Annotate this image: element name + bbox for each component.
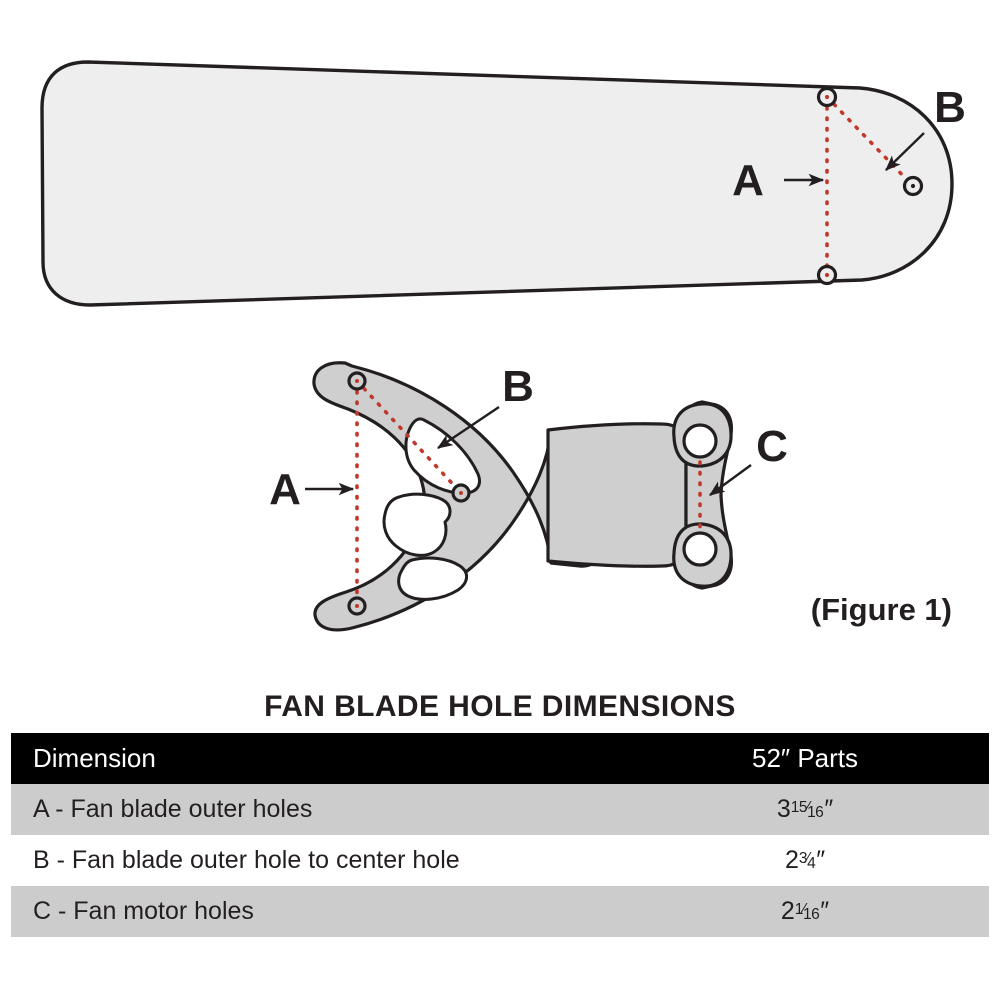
table-row: B - Fan blade outer hole to center hole … bbox=[11, 835, 989, 886]
table-row: C - Fan motor holes 21⁄16″ bbox=[11, 886, 989, 937]
motor-hole-bottom bbox=[682, 531, 718, 567]
figure-canvas: A B bbox=[40, 60, 966, 632]
fraction-numerator: 3 bbox=[798, 850, 808, 868]
bracket-leader-c bbox=[709, 464, 752, 496]
value-fraction: 3⁄4 bbox=[798, 850, 816, 872]
blade-outer-hole-bottom bbox=[816, 264, 838, 286]
table-title: FAN BLADE HOLE DIMENSIONS bbox=[264, 690, 736, 723]
fan-blade-hole-dimensions-table: Dimension 52″ Parts A - Fan blade outer … bbox=[11, 733, 989, 937]
motor-hole-top bbox=[682, 423, 718, 459]
fraction-numerator: 1 bbox=[794, 901, 804, 919]
bracket-arm bbox=[546, 422, 688, 568]
column-header-dimension: Dimension bbox=[11, 733, 673, 784]
fan-blade-outline bbox=[40, 60, 954, 307]
dimensions-table-block: FAN BLADE HOLE DIMENSIONS Dimension 52″ … bbox=[0, 670, 1000, 1000]
row-dimension-value: 315⁄16″ bbox=[673, 784, 989, 835]
column-header-parts: 52″ Parts bbox=[673, 733, 989, 784]
figure-caption: (Figure 1) bbox=[811, 592, 952, 627]
bracket-outer-hole-bottom bbox=[347, 596, 367, 616]
table-body: A - Fan blade outer holes 315⁄16″ B - Fa… bbox=[11, 784, 989, 937]
fraction-numerator: 15 bbox=[790, 799, 808, 817]
value-whole: 2 bbox=[784, 846, 799, 874]
bracket-center-hole bbox=[451, 483, 471, 503]
value-unit: ″ bbox=[820, 897, 830, 925]
fraction-denominator: 16 bbox=[803, 906, 820, 924]
fraction-denominator: 16 bbox=[807, 804, 824, 822]
row-dimension-value: 21⁄16″ bbox=[673, 886, 989, 937]
bracket-label-c: C bbox=[756, 422, 788, 471]
blade-center-hole bbox=[902, 175, 924, 197]
value-whole: 2 bbox=[780, 897, 795, 925]
row-dimension-label: B - Fan blade outer hole to center hole bbox=[11, 835, 673, 886]
bracket-cutout-lower bbox=[397, 556, 468, 601]
row-dimension-label: A - Fan blade outer holes bbox=[11, 784, 673, 835]
bracket-dimension-line-b bbox=[355, 379, 463, 495]
value-unit: ″ bbox=[824, 795, 834, 823]
row-dimension-value: 23⁄4″ bbox=[673, 835, 989, 886]
table-header: Dimension 52″ Parts bbox=[11, 733, 989, 784]
bracket-leader-b bbox=[437, 406, 500, 449]
value-fraction: 15⁄16 bbox=[790, 799, 825, 821]
figure-illustration: A B bbox=[40, 60, 966, 632]
blade-dimension-line-b bbox=[825, 95, 915, 188]
value-unit: ″ bbox=[816, 846, 826, 874]
blade-leader-b bbox=[885, 132, 925, 171]
bracket-cutout-upper bbox=[404, 417, 481, 495]
fraction-denominator: 4 bbox=[807, 855, 816, 873]
blade-label-a: A bbox=[732, 156, 764, 205]
bracket-label-b: B bbox=[502, 362, 534, 411]
value-fraction: 1⁄16 bbox=[794, 901, 820, 923]
value-whole: 3 bbox=[776, 795, 791, 823]
blade-label-b: B bbox=[934, 83, 966, 132]
blade-outer-hole-top bbox=[816, 86, 838, 108]
bracket-cutout-middle bbox=[382, 492, 452, 557]
bracket-outer-hole-top bbox=[347, 371, 367, 391]
bracket-label-a: A bbox=[269, 465, 301, 514]
table-row: A - Fan blade outer holes 315⁄16″ bbox=[11, 784, 989, 835]
fan-blade: A B bbox=[40, 60, 966, 307]
fan-blade-bracket: A B C bbox=[269, 361, 788, 632]
table-header-row: Dimension 52″ Parts bbox=[11, 733, 989, 784]
row-dimension-label: C - Fan motor holes bbox=[11, 886, 673, 937]
